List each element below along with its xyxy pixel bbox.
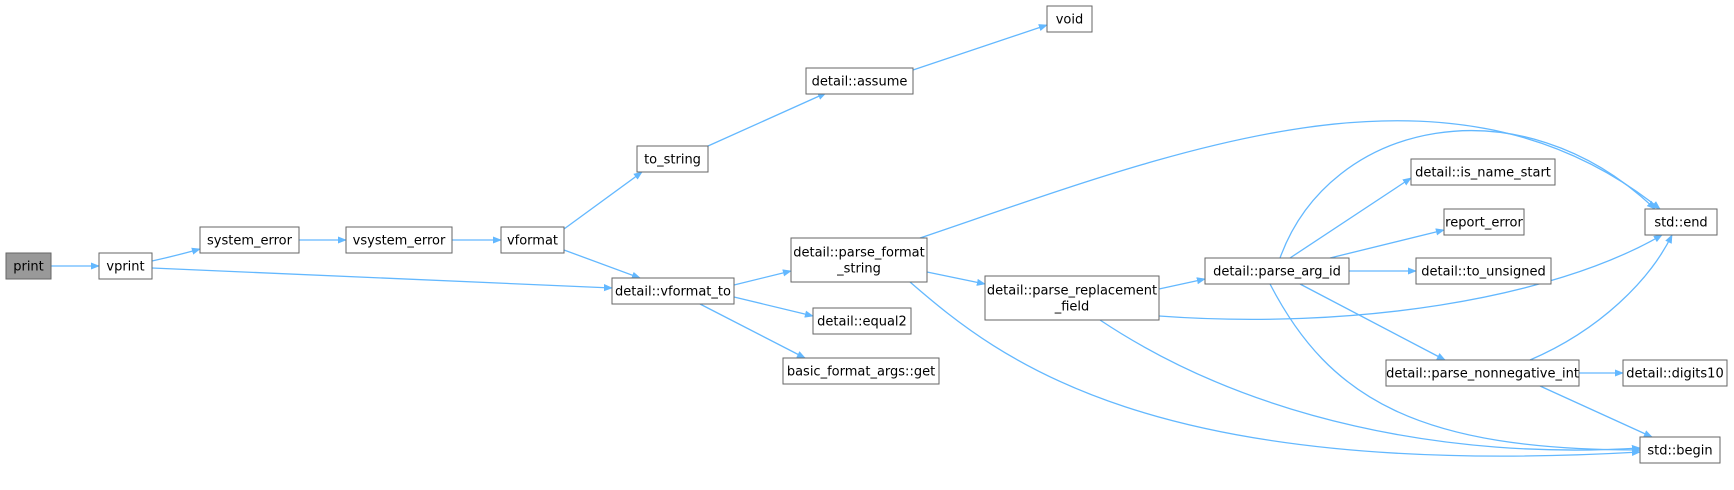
node-label: print (13, 260, 44, 275)
node-label: report_error (1445, 216, 1523, 231)
node-bfa-get[interactable]: basic_format_args::get (782, 357, 940, 385)
node-box (500, 226, 565, 254)
node-box (1644, 208, 1718, 236)
node-box (1443, 208, 1525, 236)
node-box (790, 237, 928, 283)
node-label: vsystem_error (353, 234, 446, 249)
edge-vformat_to-to-equal2 (733, 296, 814, 318)
edges-layer (51, 24, 1673, 457)
edge-vformat_to-to-parse_format_string (733, 269, 792, 286)
node-box (611, 277, 735, 305)
node-box (805, 67, 914, 95)
node-label: system_error (207, 234, 293, 249)
node-box (1622, 359, 1728, 387)
node-box (1385, 359, 1580, 387)
node-label: detail::equal2 (817, 315, 907, 330)
node-to-unsigned[interactable]: detail::to_unsigned (1415, 257, 1552, 285)
edge-vformat_to-to-bfa_get (699, 303, 806, 359)
edge-parse_replacement_field-to-std_end (1158, 234, 1663, 321)
node-parse-format-string[interactable]: detail::parse_format_string (790, 237, 928, 283)
edge-vprint-to-vformat_to (151, 267, 613, 292)
edge-parse_replacement_field-to-parse_arg_id (1158, 277, 1206, 290)
node-label: detail::parse_format (793, 246, 925, 261)
node-system-error[interactable]: system_error (199, 226, 300, 254)
edge-parse_format_string-to-std_begin (909, 281, 1641, 457)
node-vsystem-error[interactable]: vsystem_error (345, 226, 453, 254)
node-label: detail::parse_replacement (987, 284, 1157, 299)
edge-parse_nonnegative_int-to-std_end (1529, 234, 1673, 361)
edge-vformat-to-vformat_to (563, 249, 641, 279)
node-vprint[interactable]: vprint (98, 252, 153, 280)
node-vformat[interactable]: vformat (500, 226, 565, 254)
node-box (1639, 436, 1721, 464)
node-label: vprint (106, 260, 144, 275)
node-assume[interactable]: detail::assume (805, 67, 914, 95)
node-label: detail::digits10 (1626, 367, 1723, 382)
edge-parse_nonnegative_int-to-std_begin (1539, 385, 1653, 438)
nodes-layer: print vprint system_error vsystem_error vfor… (5, 5, 1728, 464)
node-std-begin[interactable]: std::begin (1639, 436, 1721, 464)
edge-parse_format_string-to-parse_replacement_field (926, 271, 986, 286)
node-parse-nonnegative-int[interactable]: detail::parse_nonnegative_int (1385, 359, 1580, 387)
node-label: std::end (1654, 216, 1707, 231)
edge-parse_replacement_field-to-std_begin (1099, 319, 1641, 453)
node-label: void (1056, 13, 1084, 28)
node-label: std::begin (1647, 444, 1712, 459)
node-box (1410, 158, 1556, 186)
node-label: _field (1054, 300, 1090, 315)
node-label: detail::parse_arg_id (1213, 265, 1341, 280)
edge-vformat-to-to_string (563, 171, 643, 230)
edge-parse_arg_id-to-report_error (1329, 228, 1445, 259)
node-vformat-to[interactable]: detail::vformat_to (611, 277, 735, 305)
node-box (984, 275, 1160, 321)
node-box (98, 252, 153, 280)
edge-parse_format_string-to-std_end (919, 120, 1661, 239)
edge-parse_arg_id-to-std_end (1279, 130, 1656, 259)
node-box (5, 252, 52, 280)
edge-assume-to-void (912, 24, 1048, 71)
node-box (1415, 257, 1552, 285)
node-parse-arg-id[interactable]: detail::parse_arg_id (1204, 257, 1350, 285)
node-print[interactable]: print (5, 252, 52, 280)
edge-to_string-to-assume (707, 92, 827, 147)
node-label: basic_format_args::get (787, 365, 935, 380)
node-label: vformat (507, 234, 558, 249)
node-label: detail::vformat_to (615, 285, 731, 300)
edge-parse_arg_id-to-parse_nonnegative_int (1299, 283, 1446, 361)
node-parse-replacement-field[interactable]: detail::parse_replacement_field (984, 275, 1160, 321)
node-label: _string (836, 262, 881, 277)
node-label: detail::assume (812, 75, 908, 90)
node-box (345, 226, 453, 254)
node-label: detail::to_unsigned (1421, 265, 1545, 280)
node-digits10[interactable]: detail::digits10 (1622, 359, 1728, 387)
node-void[interactable]: void (1046, 5, 1093, 33)
edge-parse_arg_id-to-is_name_start (1289, 177, 1412, 259)
node-is-name-start[interactable]: detail::is_name_start (1410, 158, 1556, 186)
node-box (1204, 257, 1350, 285)
node-box (812, 307, 912, 335)
node-box (636, 145, 709, 173)
edge-parse_arg_id-to-std_begin (1269, 283, 1641, 454)
edge-vprint-to-system_error (151, 247, 201, 262)
node-box (1046, 5, 1093, 33)
node-label: detail::is_name_start (1415, 166, 1551, 181)
node-equal2[interactable]: detail::equal2 (812, 307, 912, 335)
node-box (199, 226, 300, 254)
node-report-error[interactable]: report_error (1443, 208, 1525, 236)
node-label: to_string (644, 153, 701, 168)
node-box (782, 357, 940, 385)
node-label: detail::parse_nonnegative_int (1386, 367, 1579, 382)
node-std-end[interactable]: std::end (1644, 208, 1718, 236)
node-to-string[interactable]: to_string (636, 145, 709, 173)
